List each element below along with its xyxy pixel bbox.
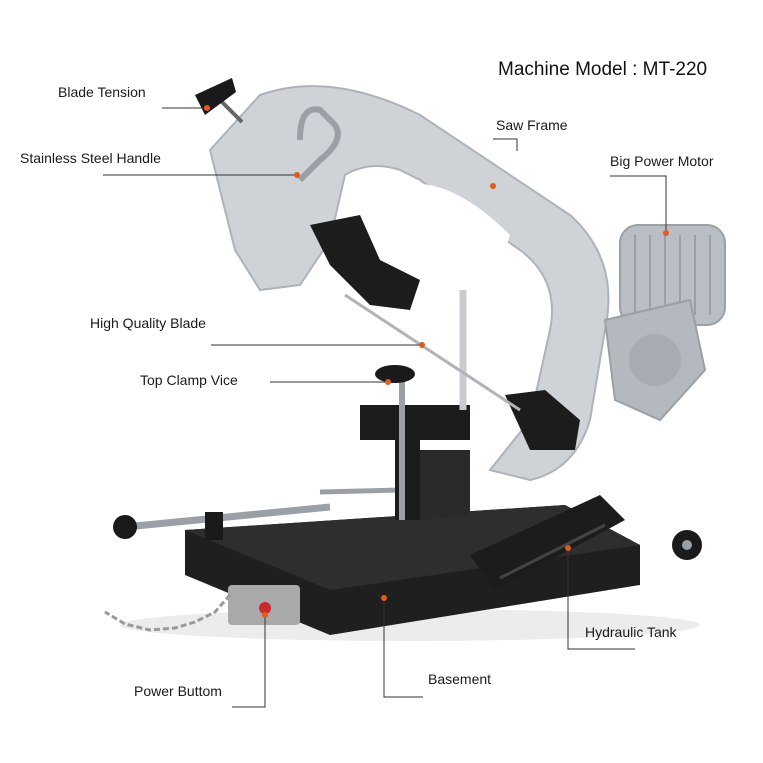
leader-power-button [232, 615, 266, 708]
label-blade: High Quality Blade [90, 315, 206, 331]
vise-jaw [360, 405, 470, 520]
stop-rod [319, 487, 401, 495]
label-hydraulic-tank: Hydraulic Tank [585, 624, 677, 640]
tension-screw [218, 98, 244, 124]
saw-frame [208, 85, 610, 482]
chain [104, 594, 232, 632]
marker-stainless-handle [294, 172, 300, 178]
vise-screw [124, 503, 331, 531]
label-clamp-vice: Top Clamp Vice [140, 372, 238, 388]
upper-blade-guide [310, 215, 420, 310]
marker-saw-frame [490, 183, 496, 189]
stainless-handle [297, 106, 341, 183]
page-title: Machine Model : MT-220 [498, 59, 708, 80]
base-top [185, 505, 640, 590]
label-saw-frame: Saw Frame [496, 117, 568, 133]
leader-lines [103, 107, 667, 708]
lower-blade-guide [505, 390, 580, 450]
hydraulic-rod [499, 523, 606, 580]
leader-basement [383, 598, 423, 698]
leader-power-motor [610, 175, 667, 233]
wheel-hub [682, 540, 692, 550]
blade [344, 293, 521, 412]
power-switch-button [259, 602, 271, 614]
leader-saw-frame [493, 138, 518, 151]
label-basement: Basement [428, 671, 492, 687]
label-blade-tension: Blade Tension [58, 84, 146, 100]
marker-power-motor [663, 230, 669, 236]
top-clamp-knob [375, 365, 415, 383]
hydraulic-cylinder [470, 495, 625, 590]
marker-basement [381, 595, 387, 601]
marker-blade-tension [204, 105, 210, 111]
vise-handle-block [205, 512, 223, 540]
leader-hydraulic-tank [567, 548, 635, 650]
motor-fins [634, 235, 711, 315]
marker-power-button [262, 612, 268, 618]
vise-fixed-jaw [420, 450, 470, 520]
label-power-motor: Big Power Motor [610, 153, 714, 169]
marker-blade [419, 342, 425, 348]
marker-hydraulic-tank [565, 545, 571, 551]
frame-opening [400, 183, 510, 270]
marker-clamp-vice [385, 379, 391, 385]
label-stainless-handle: Stainless Steel Handle [20, 150, 161, 166]
label-power-button: Power Buttom [134, 683, 222, 699]
vise-knob [113, 515, 137, 539]
gearbox-cover [629, 334, 681, 386]
